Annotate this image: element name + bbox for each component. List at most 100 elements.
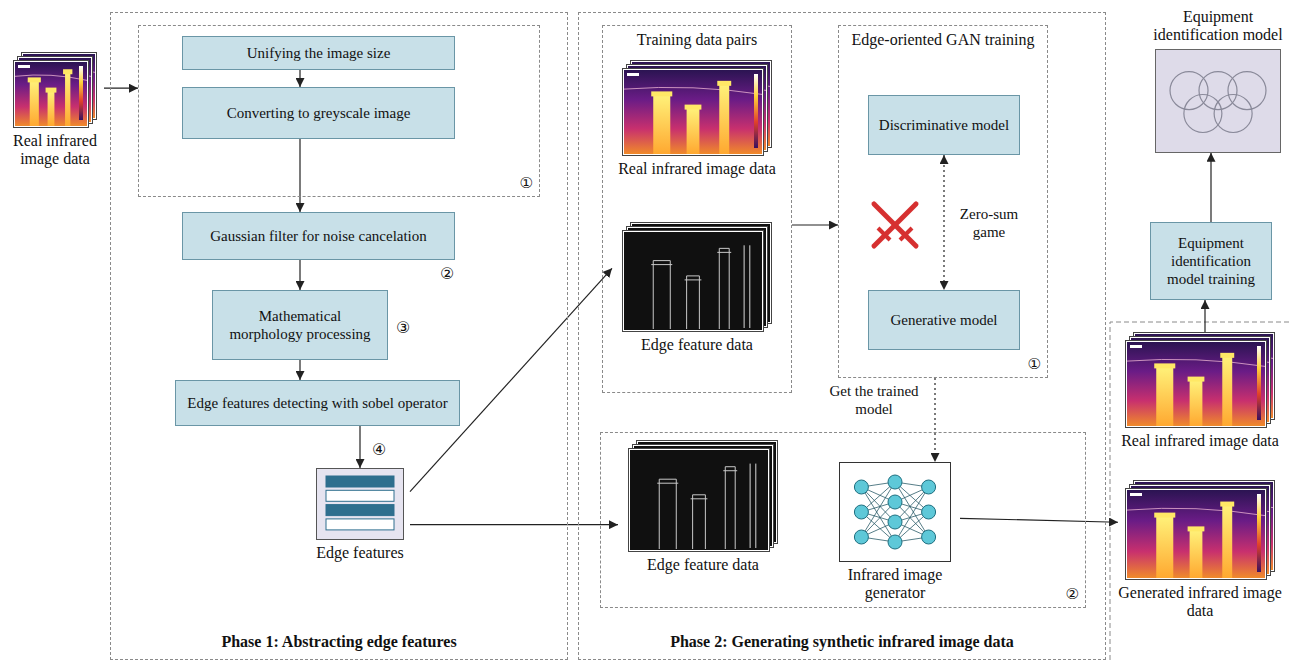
edge-outline — [723, 470, 737, 471]
tower-cap — [46, 88, 57, 93]
wire-line — [1127, 359, 1265, 366]
box-label: Discriminative model — [879, 116, 1009, 134]
process-box: Equipment identification model training — [1150, 222, 1272, 300]
caption: Real infrared image data — [618, 160, 776, 178]
tower-cap — [1188, 526, 1205, 531]
model-icon: Equipment identification model — [1150, 8, 1286, 153]
image-frame — [1126, 489, 1267, 580]
hot-tower — [1190, 380, 1203, 426]
box-label: Generative model — [890, 311, 997, 329]
image-frame — [629, 449, 770, 552]
frame-border — [1126, 489, 1267, 580]
network-neuron — [888, 495, 902, 509]
caption: Edge features — [316, 544, 404, 562]
model-ring — [1199, 71, 1237, 109]
edge-outline — [725, 467, 735, 549]
network-neuron — [888, 515, 902, 529]
box-label: Edge features detecting with sobel opera… — [187, 394, 447, 412]
box-label: Converting to greyscale image — [227, 104, 411, 122]
caption: Equipment identification model — [1150, 8, 1286, 45]
process-box: Discriminative model — [868, 95, 1020, 155]
image-stack: Real infrared image data — [6, 52, 104, 169]
model-ring — [1184, 94, 1222, 132]
marker-patch — [18, 65, 30, 68]
edge-ground — [630, 450, 768, 550]
tower-cap — [717, 81, 731, 86]
image-frame — [623, 69, 764, 156]
tower-cap — [685, 105, 702, 110]
phase-region: Phase 1: Abstracting edge features ① Unify… — [110, 12, 568, 660]
box-label: Equipment identification model training — [1159, 234, 1263, 288]
hot-tower — [1222, 505, 1232, 578]
edge-outline — [693, 495, 706, 549]
model-ring — [1214, 94, 1252, 132]
flow-arrow — [792, 224, 838, 225]
box-label: Gaussian filter for noise cancelation — [210, 227, 427, 245]
crossed-swords-icon — [874, 204, 916, 246]
image-frame — [623, 231, 764, 332]
model-frame — [1156, 49, 1281, 152]
sword-blade — [874, 204, 916, 246]
group-label: ② — [1066, 585, 1079, 603]
edge-outline — [717, 252, 731, 253]
feature-bar — [326, 519, 394, 530]
feature-bar — [326, 505, 394, 516]
caption: Real infrared image data — [6, 132, 104, 169]
marker-patch — [1130, 493, 1142, 496]
hot-tower — [653, 94, 670, 154]
edge-outline — [691, 498, 708, 499]
thermal-ground — [1127, 490, 1265, 578]
wire-line — [624, 87, 762, 94]
network-icon-graphic — [839, 462, 951, 562]
hot-tower — [1156, 366, 1173, 426]
tower-cap — [1188, 377, 1205, 382]
feature-icon-graphic — [316, 468, 404, 540]
color-scale — [1257, 346, 1261, 420]
dotted-arrow — [943, 155, 944, 290]
model-ring — [1228, 71, 1266, 109]
box-label: Mathematical morphology processing — [221, 307, 379, 343]
image-stack: Real infrared image data — [612, 60, 782, 178]
network-neuron — [922, 530, 936, 544]
wire-line — [1127, 508, 1265, 515]
image-stack: Generated infrared image data — [1118, 480, 1282, 621]
phase-region: Phase 2: Generating synthetic infrared i… — [578, 12, 1106, 660]
image-frame — [1126, 341, 1267, 428]
thermal-ground — [15, 62, 87, 126]
frame-border — [14, 61, 89, 128]
caption: Infrared image generator — [830, 566, 960, 603]
process-box: Edge features detecting with sobel opera… — [175, 380, 460, 426]
hot-tower — [1190, 529, 1203, 578]
feature-icon: Edge features — [310, 468, 410, 562]
tower-cap — [1154, 513, 1175, 518]
box-label: Unifying the image size — [247, 44, 391, 62]
image-stack: Real infrared image data — [1118, 332, 1282, 450]
group-label: Phase 1: Abstracting edge features — [221, 632, 456, 655]
flow-arrow — [1204, 300, 1205, 332]
flow-arrow — [299, 260, 300, 290]
frame-border — [623, 231, 764, 332]
hot-tower — [1222, 356, 1232, 426]
sword-guard — [900, 228, 912, 240]
edge-outline — [750, 464, 756, 548]
feature-bar — [326, 490, 394, 501]
flow-arrow — [960, 518, 1118, 522]
caption: Edge feature data — [647, 556, 759, 574]
icon-frame — [840, 463, 951, 562]
hot-tower — [687, 108, 700, 154]
tower-cap — [63, 69, 72, 74]
frame-border — [1126, 341, 1267, 428]
edge-outline — [687, 276, 700, 329]
sword-guard — [878, 228, 890, 240]
flow-arrow — [1210, 153, 1211, 222]
image-stack-graphic — [1125, 480, 1275, 580]
callout-number: ④ — [372, 440, 386, 459]
caption: Real infrared image data — [1121, 432, 1279, 450]
dashed-region — [1110, 322, 1290, 660]
model-icon-graphic — [1155, 49, 1281, 153]
hot-tower — [1156, 516, 1173, 578]
group-label: ① — [520, 174, 533, 192]
frame-border — [623, 69, 764, 156]
network-neuron — [854, 530, 868, 544]
